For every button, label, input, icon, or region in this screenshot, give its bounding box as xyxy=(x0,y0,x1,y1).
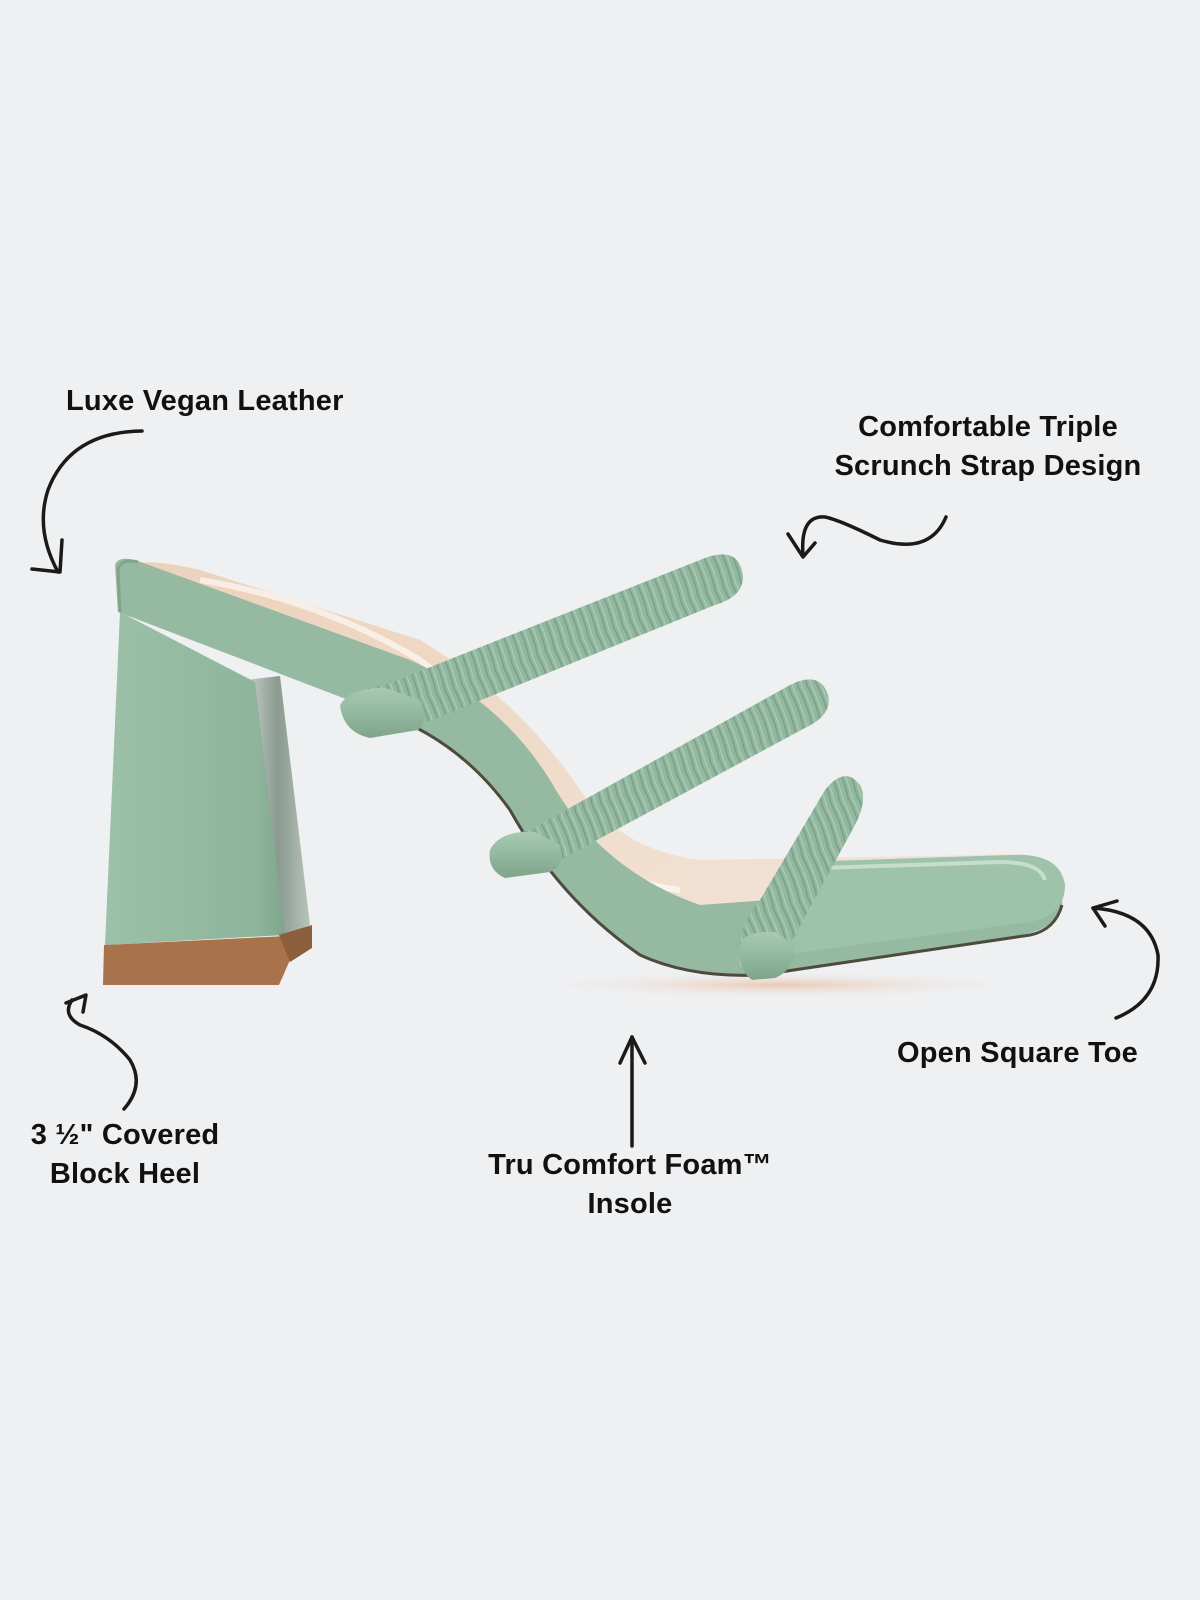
callout-open-square-toe: Open Square Toe xyxy=(897,1034,1138,1073)
callout-text: Open Square Toe xyxy=(897,1037,1138,1069)
wavy-arrow-left-icon xyxy=(786,515,948,559)
callout-block-heel: 3 ½" Covered Block Heel xyxy=(10,1116,240,1194)
callout-text: Tru Comfort Foam™ xyxy=(488,1149,772,1181)
callout-text: Insole xyxy=(587,1188,673,1220)
callout-text: Luxe Vegan Leather xyxy=(66,385,344,417)
squiggle-arrow-up-icon xyxy=(64,993,138,1111)
curved-arrow-down-icon xyxy=(30,429,144,574)
callout-text: 3 ½" Covered xyxy=(30,1119,220,1151)
curved-arrow-up-left-icon xyxy=(1091,899,1160,1020)
callout-text: Block Heel xyxy=(49,1158,201,1190)
callout-foam-insole: Tru Comfort Foam™ Insole xyxy=(460,1146,800,1224)
callout-luxe-vegan-leather: Luxe Vegan Leather xyxy=(66,382,344,421)
callout-text: Comfortable Triple xyxy=(858,411,1118,443)
straight-arrow-up-icon xyxy=(618,1035,647,1148)
callout-triple-scrunch-strap: Comfortable Triple Scrunch Strap Design xyxy=(818,408,1158,486)
callout-text: Scrunch Strap Design xyxy=(834,450,1142,482)
